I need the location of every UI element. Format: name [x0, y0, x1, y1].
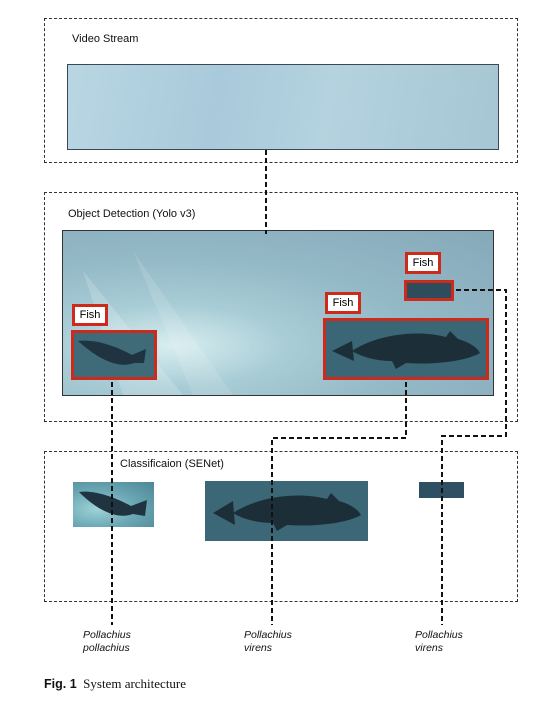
- detection-label-2: Fish: [325, 292, 361, 314]
- detection-box-3: [404, 280, 454, 301]
- classified-crop-2: [205, 481, 368, 541]
- species-epithet-1: pollachius: [83, 642, 130, 654]
- species-label-2: Pollachius virens: [244, 629, 292, 655]
- species-genus-1: Pollachius: [83, 629, 131, 641]
- species-genus-2: Pollachius: [244, 629, 292, 641]
- detection-box-2: [323, 318, 489, 380]
- fish-silhouette-crop-2: [213, 493, 361, 531]
- connector-detection-3: [441, 289, 507, 625]
- species-label-1: Pollachius pollachius: [83, 629, 131, 655]
- figure-caption: Fig. 1 System architecture: [44, 676, 186, 692]
- species-label-3: Pollachius virens: [415, 629, 463, 655]
- fish-silhouette-2: [332, 331, 480, 369]
- video-stream-frame: [67, 64, 499, 150]
- object-detection-label: Object Detection (Yolo v3): [68, 208, 196, 220]
- species-epithet-2: virens: [244, 642, 273, 654]
- detection-label-3: Fish: [405, 252, 441, 274]
- figure-title: System architecture: [83, 676, 187, 691]
- species-genus-3: Pollachius: [415, 629, 463, 641]
- detection-label-1: Fish: [72, 304, 108, 326]
- video-stream-section: [44, 18, 518, 163]
- figure-number: Fig. 1: [44, 677, 77, 691]
- object-detection-section: [44, 192, 518, 422]
- fish-silhouette-1: [78, 340, 146, 365]
- classification-section: [44, 451, 518, 602]
- detection-box-1: [71, 330, 157, 380]
- connector-detection-2: [271, 382, 407, 625]
- video-stream-label: Video Stream: [72, 33, 139, 45]
- classification-label: Classificaion (SENet): [120, 458, 224, 470]
- species-epithet-3: virens: [415, 642, 444, 654]
